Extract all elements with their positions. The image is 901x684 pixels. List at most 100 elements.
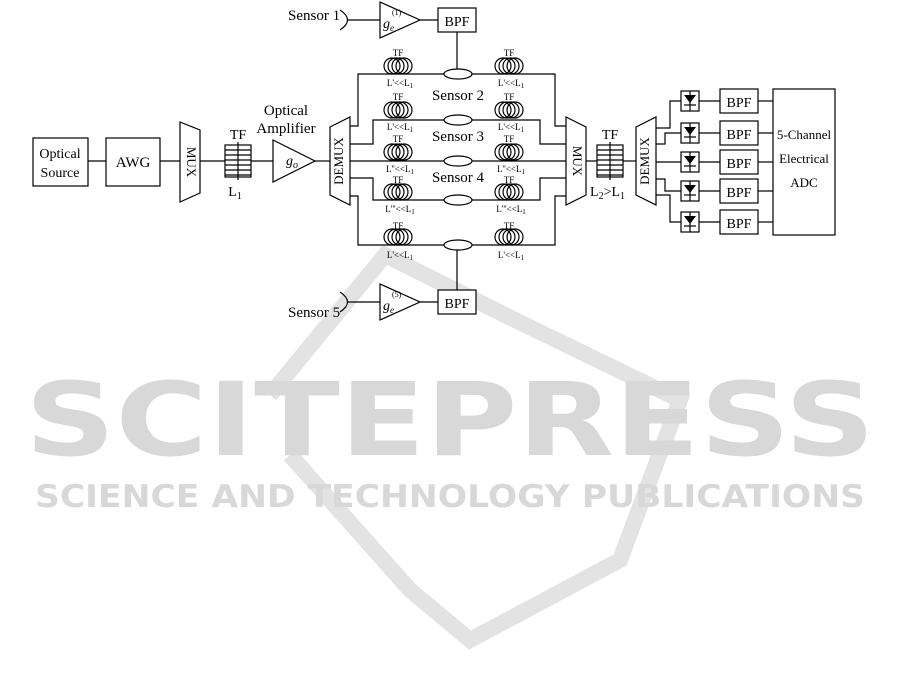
sensor-5-symbol <box>339 291 349 313</box>
mux-1-label: MUX <box>184 147 199 178</box>
photodiode-2 <box>680 122 700 144</box>
optical-amplifier <box>272 139 317 183</box>
demux-1 <box>329 116 351 206</box>
coil-b5-right <box>494 228 524 246</box>
coil-b3-left <box>383 143 413 161</box>
adc-box <box>772 88 836 236</box>
adc-label-1: 5-Channel <box>777 127 832 142</box>
bpf-sensor-5 <box>437 289 477 315</box>
coil-tf-b2-right: TF <box>504 92 515 102</box>
sensor-2-label: Sensor 2 <box>432 88 484 104</box>
bpf-sensor-1-label: BPF <box>445 15 470 30</box>
output-chain: MUX TF L2>L1 DEMUX <box>565 88 836 236</box>
sensor-5-label: Sensor 5 <box>288 305 340 321</box>
sensor-5-chain: BPF ge (5) Sensor 5 <box>288 250 477 321</box>
coil-len-b4-right: L'''<<L1 <box>496 204 526 216</box>
photodiode-5 <box>680 211 700 233</box>
coil-len-b5-left: L'<<L1 <box>387 250 414 262</box>
awg-label: AWG <box>116 155 151 171</box>
watermark-logo-shape <box>263 244 691 650</box>
bpf-out-2 <box>719 120 759 146</box>
sensor-1-chain: Sensor 1 ge (1) BPF <box>288 1 477 69</box>
sensor-3-label: Sensor 3 <box>432 129 484 145</box>
coil-len-b4-left: L'''<<L1 <box>385 204 415 216</box>
mux-1 <box>179 121 201 203</box>
sensor-branches: Sensor 2 Sensor 3 Sensor 4 <box>350 48 566 262</box>
bpf-out-4 <box>719 178 759 204</box>
demux-1-label: DEMUX <box>331 137 346 185</box>
electrical-gain-5-label: ge <box>383 299 394 315</box>
bpf-out-5-label: BPF <box>727 217 752 232</box>
coil-tf-b5-left: TF <box>393 221 404 231</box>
bpf-out-3 <box>719 149 759 175</box>
awg-box <box>105 137 161 187</box>
electrical-gain-5-index: (5) <box>392 290 402 299</box>
optical-source-label-2: Source <box>41 166 80 181</box>
adc-label-3: ADC <box>790 175 817 190</box>
coupler-3 <box>443 155 473 167</box>
watermark-sub-text: SCIENCE AND TECHNOLOGY PUBLICATIONS <box>35 479 865 515</box>
coil-tf-b5-right: TF <box>504 221 515 231</box>
adc-label-2: Electrical <box>779 151 829 166</box>
coil-tf-b3-left: TF <box>393 134 404 144</box>
coupler-1 <box>443 68 473 80</box>
bpf-sensor-1 <box>437 7 477 33</box>
coupler-4 <box>443 194 473 206</box>
bpf-out-3-label: BPF <box>727 157 752 172</box>
amplifier-gain-label: go <box>286 154 298 171</box>
coil-b1-left <box>383 57 413 75</box>
watermark-main-text: SCITEPRESS <box>25 361 875 480</box>
optical-source-label-1: Optical <box>39 147 80 162</box>
demux-2 <box>635 116 657 206</box>
bpf-out-4-label: BPF <box>727 186 752 201</box>
mux-2-label: MUX <box>570 146 585 177</box>
demux-2-label: DEMUX <box>637 137 652 185</box>
amplifier-label-2: Amplifier <box>256 121 315 137</box>
watermark: SCITEPRESS SCIENCE AND TECHNOLOGY PUBLIC… <box>25 244 875 650</box>
coil-tf-b1-left: TF <box>393 48 404 58</box>
coil-tf-b4-right: TF <box>504 175 515 185</box>
fiber-spool-l1 <box>224 142 252 180</box>
tf-label-1: TF <box>230 128 247 143</box>
mux-2 <box>565 116 587 206</box>
optical-source-box <box>32 137 89 187</box>
coil-tf-b3-right: TF <box>504 134 515 144</box>
coupler-5 <box>443 239 473 251</box>
coil-len-b1-right: L'<<L1 <box>498 78 525 90</box>
coil-len-b1-left: L'<<L1 <box>387 78 414 90</box>
coil-len-b5-right: L'<<L1 <box>498 250 525 262</box>
sensor-1-symbol <box>339 9 349 31</box>
coil-len-b3-right: L''<<L1 <box>497 164 525 176</box>
electrical-gain-1-label: ge <box>383 17 394 33</box>
coil-b5-left <box>383 228 413 246</box>
coil-len-b2-right: L'<<L1 <box>498 122 525 134</box>
sensor-4-label: Sensor 4 <box>432 170 485 186</box>
photodiode-4 <box>680 180 700 202</box>
photodiode-3 <box>680 151 700 173</box>
coil-tf-b4-left: TF <box>393 175 404 185</box>
coil-b2-left <box>383 101 413 119</box>
electrical-gain-1 <box>379 1 422 39</box>
electrical-gain-1-index: (1) <box>392 8 402 17</box>
input-chain: Optical Source AWG MUX TF L1 go Optical … <box>32 103 351 206</box>
bpf-sensor-5-label: BPF <box>445 297 470 312</box>
coupler-2 <box>443 114 473 126</box>
photodiode-1 <box>680 90 700 112</box>
coil-b3-right <box>494 143 524 161</box>
l2-gt-l1-label: L2>L1 <box>590 185 625 202</box>
bpf-out-2-label: BPF <box>727 128 752 143</box>
coil-b4-right <box>494 183 524 201</box>
fiber-spool-l2 <box>596 142 624 180</box>
coil-b2-right <box>494 101 524 119</box>
sensor-1-label: Sensor 1 <box>288 8 340 24</box>
bpf-out-1-label: BPF <box>727 96 752 111</box>
coil-b1-right <box>494 57 524 75</box>
l1-label: L1 <box>228 185 242 202</box>
coil-tf-b2-left: TF <box>393 92 404 102</box>
coil-tf-b1-right: TF <box>504 48 515 58</box>
coil-len-b3-left: L''<<L1 <box>386 164 414 176</box>
coil-b4-left <box>383 183 413 201</box>
tf-label-2: TF <box>602 128 619 143</box>
amplifier-label-1: Optical <box>264 103 308 119</box>
